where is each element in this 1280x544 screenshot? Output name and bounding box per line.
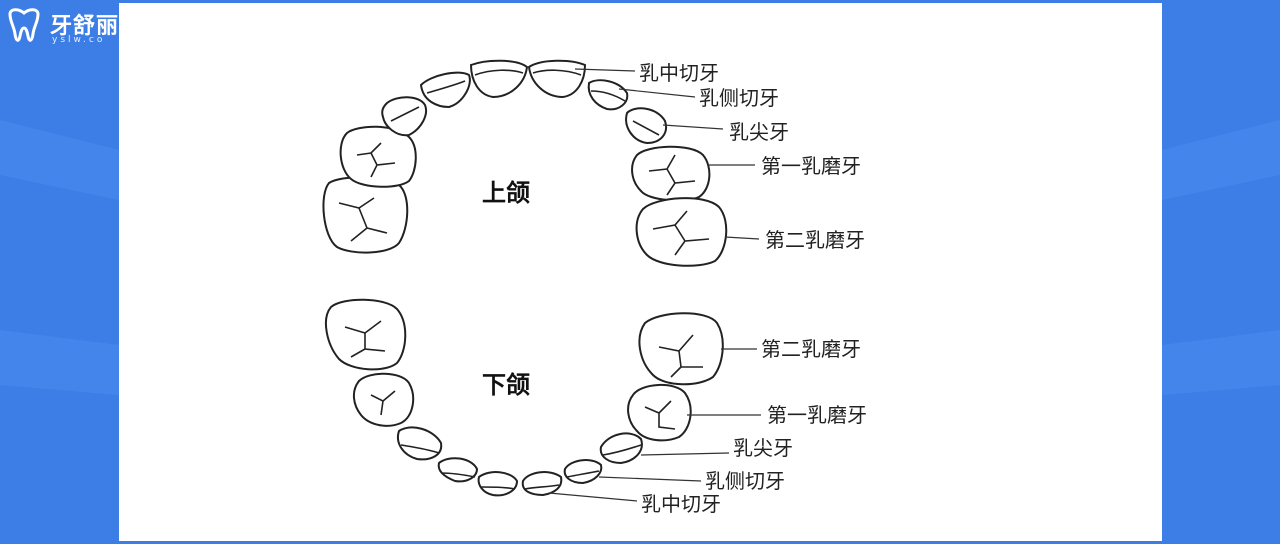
upper-label-lateral-incisor: 乳侧切牙 (699, 86, 779, 110)
leader-lower-canine (640, 452, 730, 456)
logo-title: 牙舒丽 (50, 13, 120, 39)
lower-left-second-molar (324, 298, 407, 371)
content-panel: 上颌 乳中切牙 乳侧切牙 乳尖牙 第一乳磨牙 第二乳磨牙 (119, 3, 1162, 541)
upper-label-central-incisor: 乳中切牙 (639, 61, 719, 85)
upper-left-first-molar (339, 125, 417, 188)
lower-label-lateral-incisor: 乳侧切牙 (705, 469, 785, 493)
lower-right-central-incisor (521, 471, 563, 497)
upper-labels: 乳中切牙 乳侧切牙 乳尖牙 第一乳磨牙 第二乳磨牙 (574, 61, 865, 252)
lower-right-canine (599, 432, 643, 465)
tooth-logo-icon (8, 8, 40, 42)
upper-label-second-molar: 第二乳磨牙 (765, 228, 865, 252)
lower-left-first-molar (353, 372, 415, 427)
lower-right-first-molar (627, 383, 692, 442)
upper-right-second-molar (635, 197, 728, 267)
leader-upper-second-molar (724, 236, 760, 240)
upper-left-central-incisor (469, 59, 529, 99)
lower-left-central-incisor (477, 471, 519, 497)
upper-jaw: 上颌 (322, 59, 728, 267)
upper-right-lateral-incisor (587, 79, 629, 111)
leader-upper-canine (662, 124, 724, 130)
lower-label-second-molar: 第二乳磨牙 (761, 337, 861, 361)
upper-label-canine: 乳尖牙 (729, 120, 789, 144)
lower-label-central-incisor: 乳中切牙 (641, 492, 721, 516)
leader-upper-central (574, 68, 636, 72)
upper-left-canine (381, 96, 427, 137)
leader-lower-lateral (598, 476, 702, 482)
primary-teeth-diagram: 上颌 乳中切牙 乳侧切牙 乳尖牙 第一乳磨牙 第二乳磨牙 (322, 59, 867, 516)
lower-left-lateral-incisor (437, 457, 479, 483)
lower-jaw-title: 下颌 (482, 371, 530, 399)
lower-label-first-molar: 第一乳磨牙 (767, 403, 867, 427)
upper-left-lateral-incisor (419, 71, 471, 109)
brand-logo[interactable]: 牙舒丽 yslw.co (4, 4, 154, 46)
upper-right-canine (625, 107, 667, 145)
lower-left-canine (397, 426, 443, 461)
lower-right-lateral-incisor (563, 459, 603, 485)
lower-label-canine: 乳尖牙 (733, 436, 793, 460)
logo-subtitle: yslw.co (52, 35, 106, 45)
leader-upper-lateral (618, 88, 696, 98)
upper-right-central-incisor (527, 59, 587, 99)
lower-labels: 第二乳磨牙 第一乳磨牙 乳尖牙 乳侧切牙 乳中切牙 (548, 337, 867, 516)
upper-left-second-molar (322, 176, 409, 254)
upper-jaw-title: 上颌 (482, 179, 530, 207)
leader-lower-central (548, 492, 638, 502)
lower-right-second-molar (638, 312, 724, 386)
upper-label-first-molar: 第一乳磨牙 (761, 154, 861, 178)
lower-jaw: 下颌 (324, 298, 724, 497)
upper-right-first-molar (631, 145, 711, 202)
